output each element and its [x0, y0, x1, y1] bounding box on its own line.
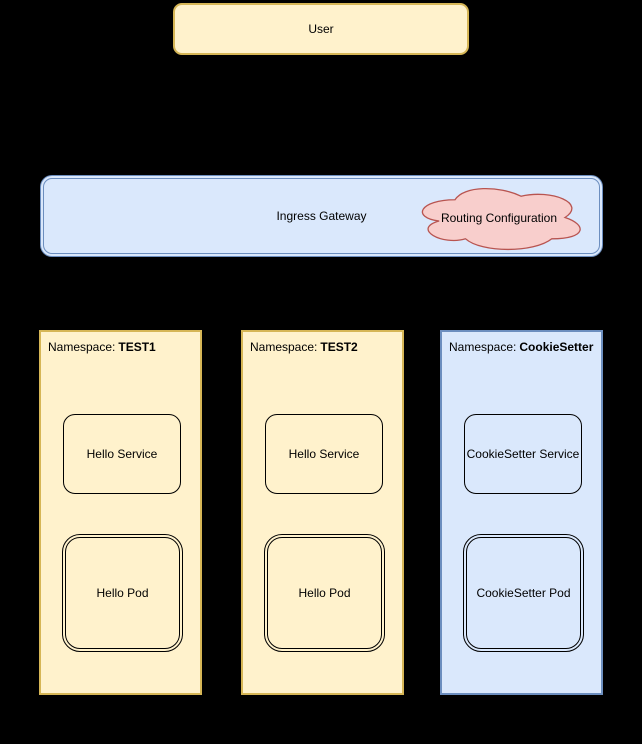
ingress-gateway-label: Ingress Gateway	[276, 209, 367, 223]
cookiesetter-pod-node: CookieSetter Pod	[463, 534, 584, 652]
namespace-name: TEST1	[118, 340, 156, 354]
routing-configuration-label: Routing Configuration	[440, 210, 558, 225]
pod-label: Hello Pod	[298, 586, 351, 600]
pod-label: Hello Pod	[96, 586, 149, 600]
service-label: Hello Service	[86, 447, 158, 461]
cookiesetter-service-node: CookieSetter Service	[464, 414, 582, 494]
namespace-cookiesetter: Namespace:CookieSetter CookieSetter Serv…	[440, 330, 603, 695]
namespace-name: CookieSetter	[519, 340, 594, 354]
namespace-prefix: Namespace:	[48, 340, 116, 354]
user-node-label: User	[308, 22, 334, 36]
namespace-prefix: Namespace:	[449, 340, 517, 354]
service-label: Hello Service	[288, 447, 360, 461]
pod-label: CookieSetter Pod	[476, 586, 571, 600]
hello-service-node-test2: Hello Service	[265, 414, 383, 494]
namespace-cookiesetter-title: Namespace:CookieSetter	[449, 340, 593, 354]
namespace-test2-title: Namespace:TEST2	[250, 340, 358, 354]
namespace-prefix: Namespace:	[250, 340, 318, 354]
hello-service-node-test1: Hello Service	[63, 414, 181, 494]
hello-pod-node-test1: Hello Pod	[62, 534, 183, 652]
service-label: CookieSetter Service	[466, 447, 580, 461]
namespace-test1-title: Namespace:TEST1	[48, 340, 156, 354]
user-node: User	[173, 3, 469, 55]
namespace-name: TEST2	[320, 340, 358, 354]
routing-configuration-node: Routing Configuration	[411, 182, 587, 253]
hello-pod-node-test2: Hello Pod	[264, 534, 385, 652]
namespace-test2: Namespace:TEST2 Hello Service Hello Pod	[241, 330, 404, 695]
cloud-icon	[411, 182, 587, 253]
namespace-test1: Namespace:TEST1 Hello Service Hello Pod	[39, 330, 202, 695]
